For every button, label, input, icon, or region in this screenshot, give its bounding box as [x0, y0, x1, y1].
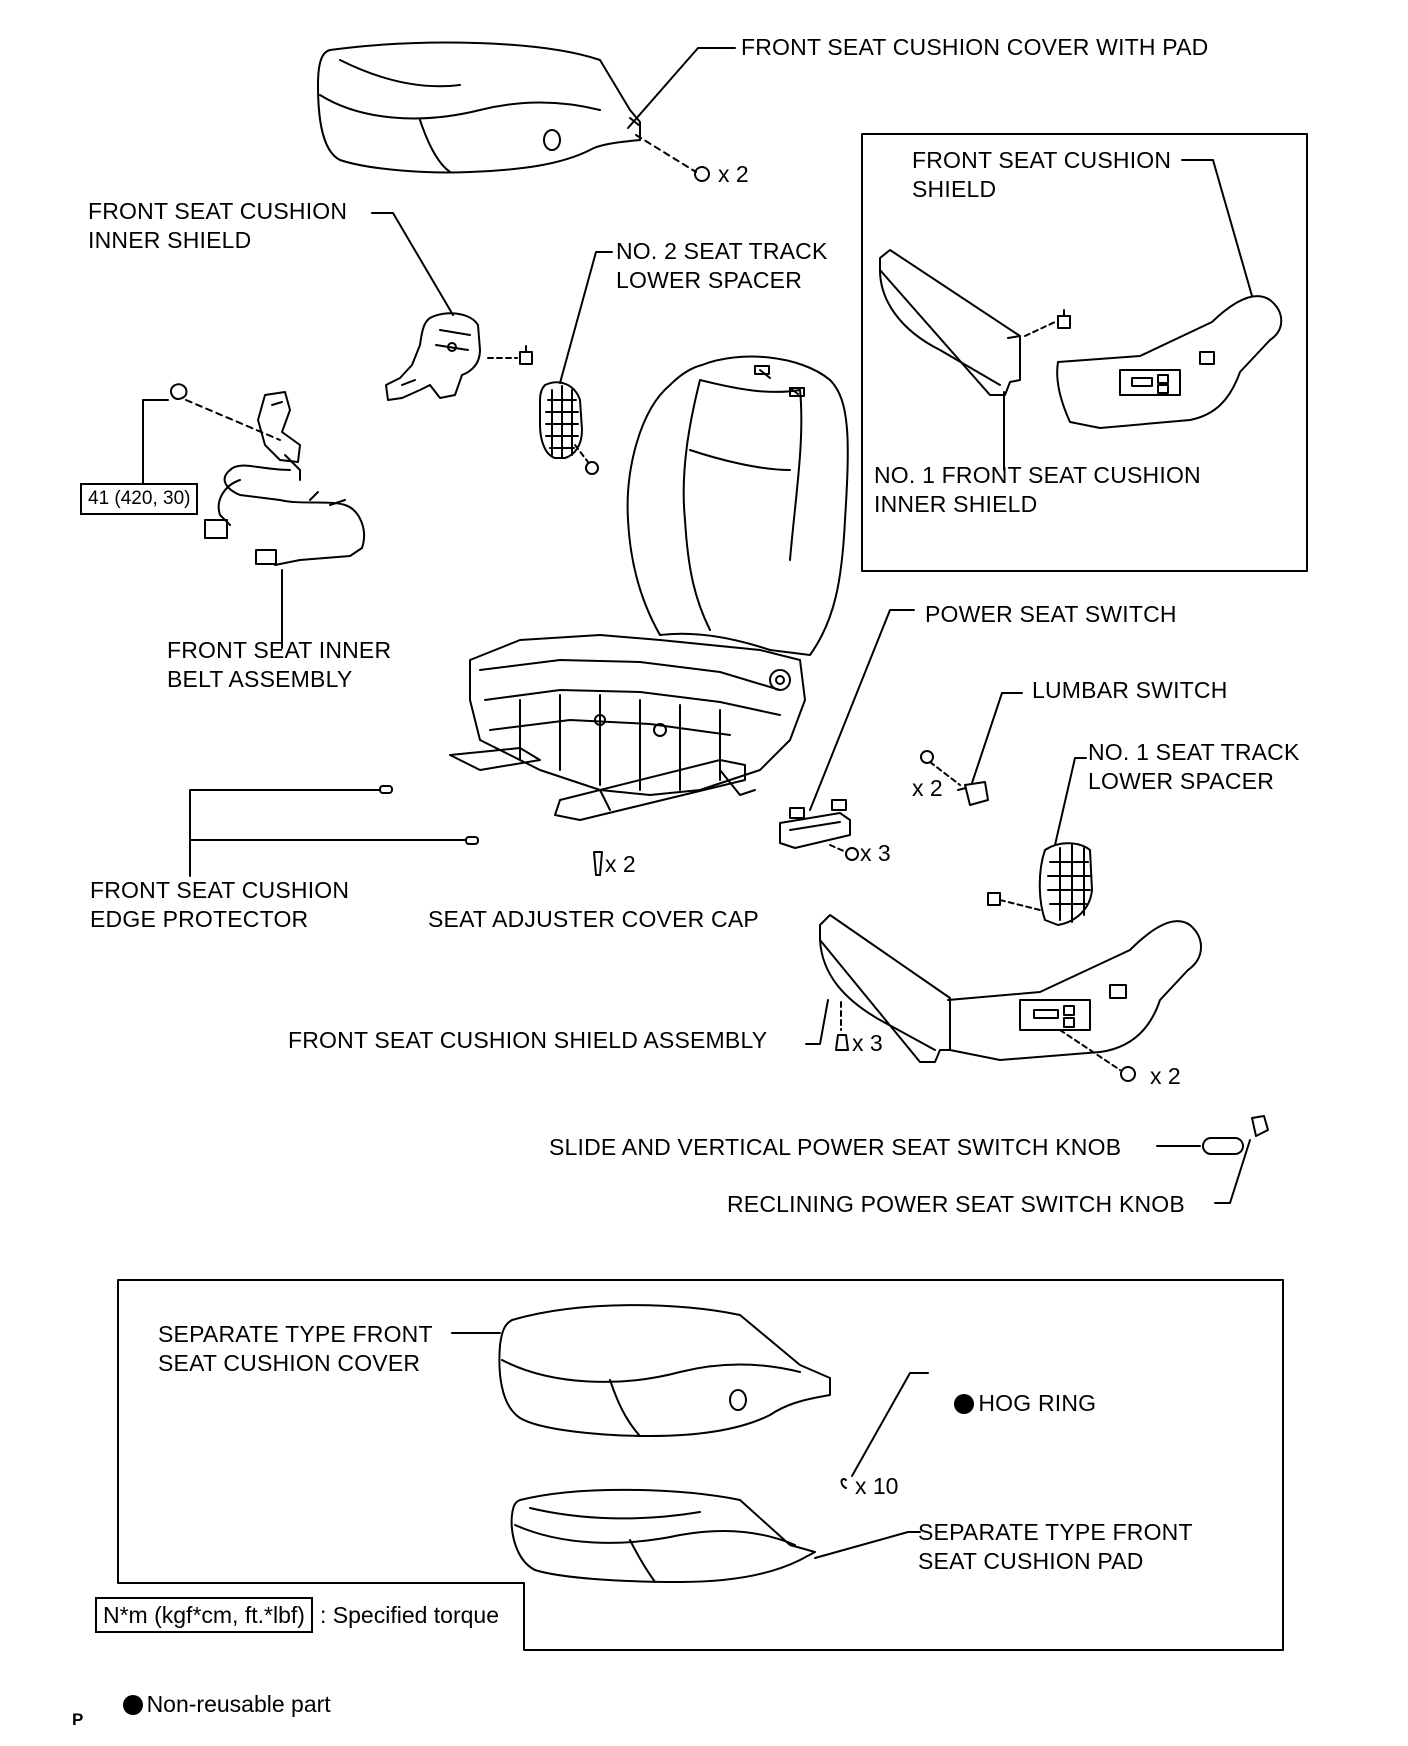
no1-inner-shield-label-1: NO. 1 FRONT SEAT CUSHION — [874, 462, 1201, 488]
cushion-shield-assembly-drawing — [819, 914, 1202, 1071]
shield-assembly-qty: x 3 — [852, 1030, 883, 1056]
shield-detail-frame — [861, 133, 1308, 572]
lumbar-switch-label: LUMBAR SWITCH — [1032, 677, 1228, 703]
no2-spacer-label-2: LOWER SPACER — [616, 267, 803, 293]
edge-protector-clip-2 — [465, 836, 479, 845]
reclining-knob-label: RECLINING POWER SEAT SWITCH KNOB — [727, 1191, 1185, 1217]
shield-assembly-bolt — [835, 1034, 849, 1051]
separate-cover-label-2: SEAT CUSHION COVER — [158, 1350, 421, 1376]
lumbar-qty: x 2 — [912, 775, 943, 801]
power-switch-qty: x 3 — [860, 840, 891, 866]
inner-belt-label-2: BELT ASSEMBLY — [167, 666, 353, 692]
hog-ring-label: HOG RING — [928, 1360, 1096, 1447]
edge-protector-label-1: FRONT SEAT CUSHION — [90, 877, 350, 903]
edge-protector-clip-1 — [379, 785, 393, 794]
power-seat-switch-label: POWER SEAT SWITCH — [925, 601, 1177, 627]
inner-belt-drawing — [170, 383, 365, 566]
legend-non-reusable-text: Non-reusable part — [146, 1691, 331, 1717]
no1-spacer-leader — [1054, 757, 1087, 846]
hog-ring-qty: x 10 — [855, 1473, 899, 1499]
legend-torque-unit-box: N*m (kgf*cm, ft.*lbf) — [95, 1597, 313, 1633]
inner-shield-label-1: FRONT SEAT CUSHION — [88, 198, 348, 224]
cushion-cover-clip — [694, 166, 710, 182]
lumbar-screw — [920, 750, 934, 764]
lumbar-switch-leader — [971, 692, 1023, 784]
cushion-shield-leader — [1181, 159, 1253, 297]
cushion-cover-leader — [627, 47, 736, 129]
non-reusable-mark-icon — [954, 1394, 975, 1414]
power-seat-switch-drawing — [779, 799, 851, 849]
no1-inner-shield-label-2: INNER SHIELD — [874, 491, 1038, 517]
lumbar-switch-drawing — [957, 781, 989, 806]
cushion-shield-label-1: FRONT SEAT CUSHION — [912, 147, 1172, 173]
cushion-shield-detail-drawing — [879, 249, 1283, 429]
inner-shield-drawing — [385, 312, 481, 401]
no1-spacer-label-2: LOWER SPACER — [1088, 768, 1275, 794]
torque-spec-box: 41 (420, 30) — [80, 483, 199, 515]
slide-knob-label: SLIDE AND VERTICAL POWER SEAT SWITCH KNO… — [549, 1134, 1122, 1160]
no2-spacer-screw — [585, 461, 599, 475]
belt-torque-leader — [142, 399, 169, 491]
separate-pad-label-1: SEPARATE TYPE FRONT — [918, 1519, 1193, 1545]
inner-shield-label-2: INNER SHIELD — [88, 227, 252, 253]
edge-protector-label-2: EDGE PROTECTOR — [90, 906, 309, 932]
shield-assembly-label: FRONT SEAT CUSHION SHIELD ASSEMBLY — [288, 1027, 768, 1053]
no2-spacer-leader — [559, 251, 613, 384]
no2-spacer-drawing — [539, 381, 583, 459]
cushion-shield-label-2: SHIELD — [912, 176, 997, 202]
adjuster-cover-cap-label: SEAT ADJUSTER COVER CAP — [428, 906, 759, 932]
legend-non-reusable: Non-reusable part — [97, 1662, 331, 1746]
no1-spacer-drawing — [1038, 842, 1093, 926]
hog-ring-leader — [851, 1372, 929, 1477]
no1-spacer-label-1: NO. 1 SEAT TRACK — [1088, 739, 1300, 765]
separate-pad-leader — [814, 1531, 921, 1559]
separate-type-frame — [117, 1279, 1284, 1651]
edge-protector-leader — [189, 789, 467, 877]
separate-pad-drawing — [510, 1488, 816, 1583]
shield-screw-qty: x 2 — [1150, 1063, 1181, 1089]
hog-ring-drawing — [840, 1478, 847, 1489]
inner-belt-label-1: FRONT SEAT INNER — [167, 637, 392, 663]
no1-spacer-bolt — [987, 892, 1001, 906]
separate-pad-label-2: SEAT CUSHION PAD — [918, 1548, 1144, 1574]
no2-spacer-label-1: NO. 2 SEAT TRACK — [616, 238, 828, 264]
separate-cover-drawing — [498, 1304, 831, 1437]
cushion-cover-with-pad-drawing — [317, 41, 641, 174]
seat-assembly-drawing — [449, 355, 849, 821]
non-reusable-legend-icon — [122, 1695, 143, 1715]
shield-screw — [1120, 1066, 1136, 1082]
footer-mark: P — [72, 1710, 84, 1729]
reclining-knob-drawing — [1251, 1115, 1269, 1137]
separate-cover-label-1: SEPARATE TYPE FRONT — [158, 1321, 433, 1347]
adjuster-cap-qty: x 2 — [605, 851, 636, 877]
legend-torque-text: : Specified torque — [320, 1602, 500, 1628]
power-switch-screw — [845, 847, 859, 861]
power-seat-switch-leader — [809, 609, 915, 811]
adjuster-cap-drawing — [593, 851, 603, 876]
shield-assembly-leader — [805, 999, 829, 1045]
cushion-cover-qty: x 2 — [718, 161, 749, 187]
inner-shield-leader — [371, 212, 454, 316]
slide-knob-drawing — [1202, 1137, 1244, 1155]
reclining-knob-leader — [1214, 1139, 1251, 1204]
inner-shield-bolt — [519, 345, 533, 365]
cushion-cover-with-pad-label: FRONT SEAT CUSHION COVER WITH PAD — [741, 34, 1209, 60]
hog-ring-text: HOG RING — [978, 1390, 1097, 1416]
